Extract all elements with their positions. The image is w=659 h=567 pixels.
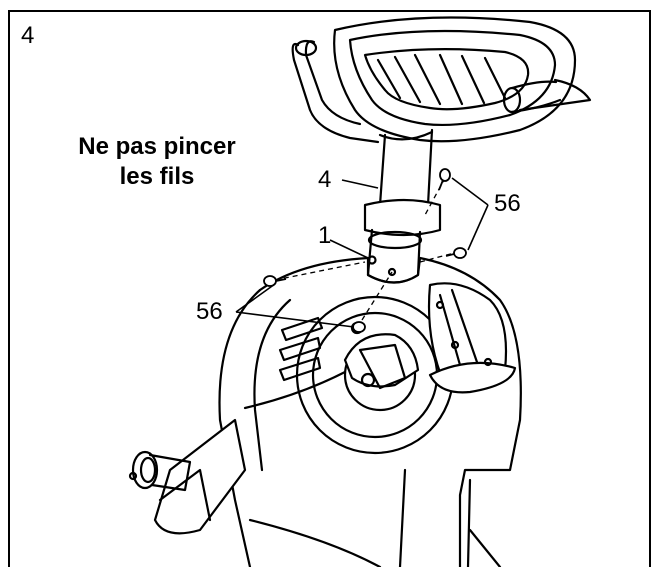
callout-part-4: 4 <box>318 166 332 193</box>
callout-screws-56-right: 56 <box>494 190 521 217</box>
callout-part-1: 1 <box>318 222 332 249</box>
warning-text: Ne pas pincer les fils <box>52 132 262 192</box>
screw-center <box>352 321 366 333</box>
warning-line-2: les fils <box>119 163 195 190</box>
assembly-guide-lines <box>274 177 459 321</box>
side-bracket <box>427 282 517 394</box>
console <box>333 16 577 143</box>
upright-post <box>363 128 442 284</box>
callout-screws-56-left: 56 <box>196 298 223 325</box>
screw-left <box>263 275 287 287</box>
rear-stabilizer <box>128 418 247 535</box>
step-number: 4 <box>21 22 35 49</box>
callout-leaders <box>235 177 489 328</box>
screw-mid-right <box>445 247 467 259</box>
handlebars <box>291 39 592 144</box>
warning-line-1: Ne pas pincer <box>78 133 236 160</box>
cable <box>243 370 347 410</box>
screw-top-right <box>438 168 451 191</box>
